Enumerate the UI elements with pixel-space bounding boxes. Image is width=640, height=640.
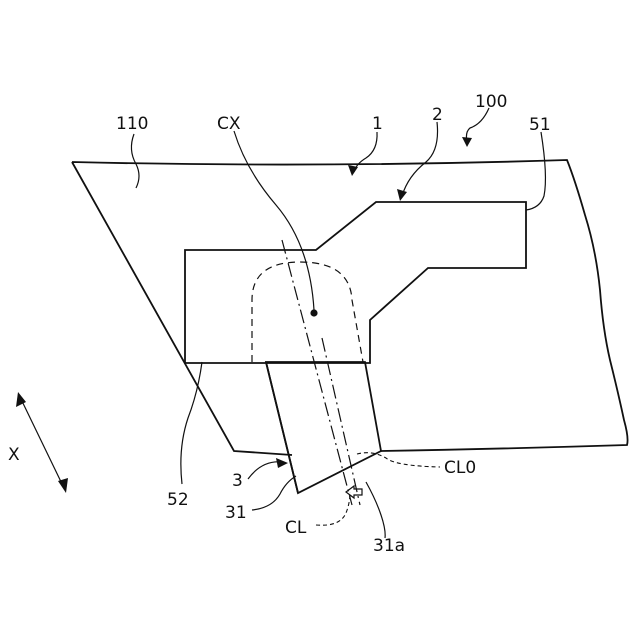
label-1: 1 <box>372 114 383 134</box>
leader-3-arrowhead <box>276 458 288 468</box>
leader-31 <box>252 476 296 510</box>
panel-110-outline <box>72 160 628 455</box>
leader-cl0 <box>357 453 440 467</box>
leader-cl <box>316 492 350 525</box>
label-cx: CX <box>217 114 241 134</box>
leader-52 <box>181 362 202 484</box>
label-cl0: CL0 <box>444 458 476 478</box>
leader-31a <box>366 482 385 538</box>
label-110: 110 <box>116 114 148 134</box>
x-axis-arrow <box>20 397 64 488</box>
label-3: 3 <box>232 471 243 491</box>
x-axis-arrowhead-top <box>16 392 26 407</box>
leader-3 <box>248 462 282 479</box>
label-31a: 31a <box>373 536 405 556</box>
leader-2 <box>402 122 438 196</box>
label-51: 51 <box>529 115 551 135</box>
cover-2-outline <box>185 202 526 363</box>
label-x: X <box>8 445 20 465</box>
x-axis-arrowhead-bottom <box>58 478 68 493</box>
label-cl: CL <box>285 518 307 538</box>
label-100: 100 <box>475 92 507 112</box>
center-point-cx <box>310 309 317 316</box>
leader-100-arrowhead <box>462 137 472 147</box>
label-31: 31 <box>225 503 247 523</box>
centerline-cx <box>282 240 352 505</box>
hollow-arrow-icon <box>346 486 362 498</box>
leader-1 <box>354 132 377 172</box>
leader-cx <box>234 131 314 310</box>
leader-2-arrowhead <box>397 189 407 201</box>
slot-dashed-outline <box>252 262 363 362</box>
leader-100 <box>466 108 489 142</box>
arm-3-outline <box>266 362 381 493</box>
label-2: 2 <box>432 105 443 125</box>
leader-110 <box>131 134 139 188</box>
leader-51 <box>526 132 545 210</box>
arm-3-side-left <box>266 362 298 493</box>
label-52: 52 <box>167 490 189 510</box>
